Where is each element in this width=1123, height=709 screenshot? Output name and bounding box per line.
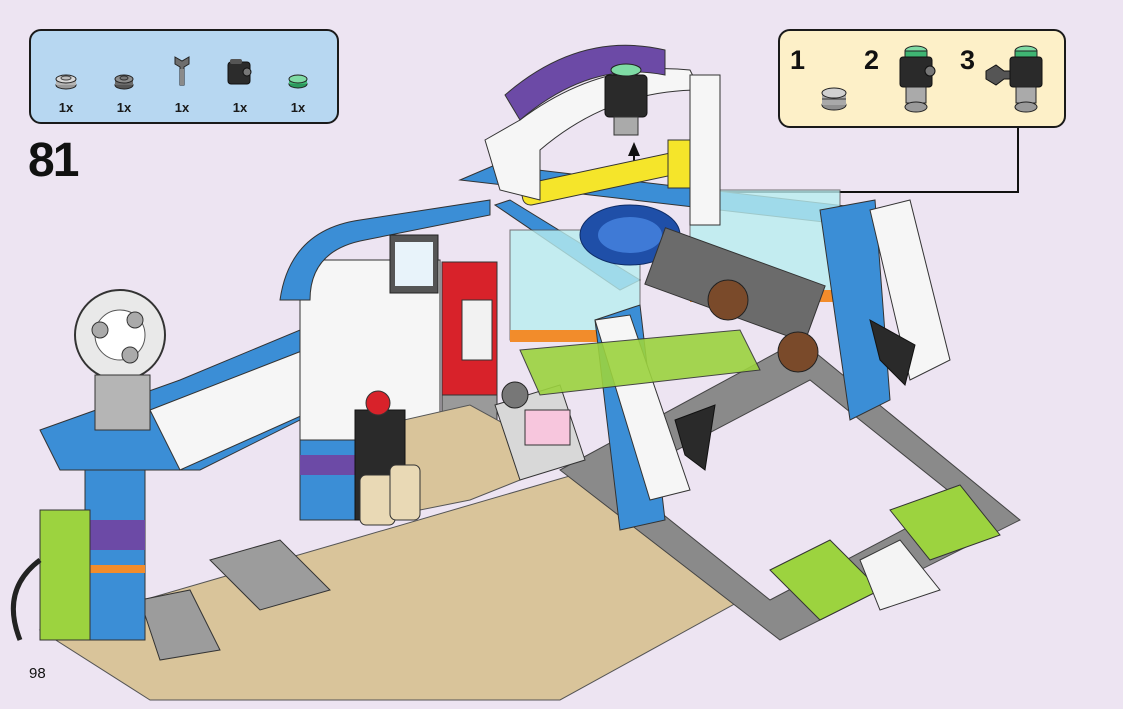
round-plate-dark-grey-icon (114, 74, 134, 90)
sub-step-label: 2 (864, 45, 880, 75)
part-item: 1x (157, 31, 207, 126)
part-item: 1x (41, 31, 91, 126)
sub-step-label: 3 (960, 45, 976, 75)
part-quantity: 1x (232, 100, 248, 115)
part-item: 1x (215, 31, 265, 126)
bracket-with-handle-icon (985, 45, 1043, 113)
parts-list-box: 1x 1x 1x 1x 1x (29, 29, 339, 124)
round-plate-grey-icon (821, 87, 847, 111)
black-bracket-icon (227, 59, 252, 85)
part-quantity: 1x (174, 100, 190, 115)
part-item: 1x (99, 31, 149, 126)
round-tile-green-icon (288, 74, 308, 89)
part-quantity: 1x (290, 100, 306, 115)
page-number: 98 (29, 665, 46, 682)
wrench-handle-icon (174, 56, 190, 86)
bracket-with-green-tile-icon (899, 45, 936, 113)
part-quantity: 1x (58, 100, 74, 115)
part-quantity: 1x (116, 100, 132, 115)
part-item: 1x (273, 31, 323, 126)
sub-assembly-callout: 1 2 3 (778, 29, 1066, 128)
sub-step-label: 1 (790, 45, 806, 75)
step-number: 81 (28, 134, 79, 187)
round-plate-grey-icon (55, 74, 77, 90)
